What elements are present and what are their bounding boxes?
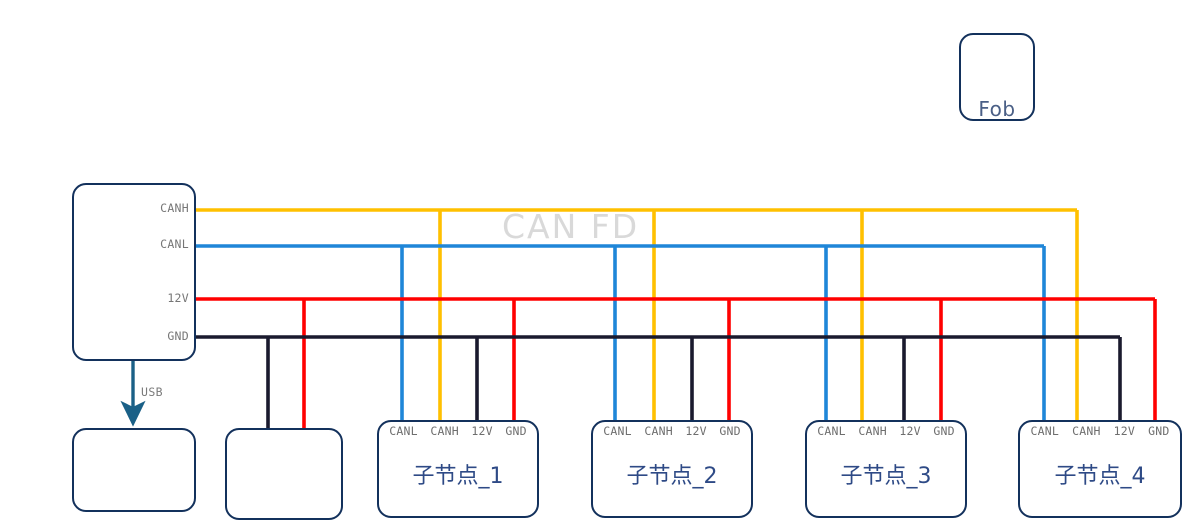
child-node-3-pin-gnd: GND: [933, 424, 955, 438]
pc-node-box[interactable]: PC: [72, 428, 196, 512]
child-node-3-pins: CANL CANH 12V GND: [807, 424, 965, 438]
child-node-4-pin-12v: 12V: [1113, 424, 1136, 438]
child-node-1-box[interactable]: CANL CANH 12V GND 子节点_1: [377, 420, 539, 518]
child-node-1-pin-canh: CANH: [430, 424, 459, 438]
child-node-1-pin-gnd: GND: [505, 424, 527, 438]
child-node-3-box[interactable]: CANL CANH 12V GND 子节点_3: [805, 420, 967, 518]
child-node-3-pin-canl: CANL: [817, 424, 846, 438]
child-node-2-pin-12v: 12V: [685, 424, 707, 438]
child-node-3-pin-canh: CANH: [858, 424, 887, 438]
child-node-2-box[interactable]: CANL CANH 12V GND 子节点_2: [591, 420, 753, 518]
child-node-4-pin-canl: CANL: [1030, 424, 1060, 438]
child-node-4-pin-canh: CANH: [1072, 424, 1101, 438]
child-node-2-pin-canl: CANL: [603, 424, 632, 438]
main-node-pin-canl: CANL: [160, 237, 189, 251]
power-supply-box[interactable]: 12V Power Supply: [225, 428, 343, 520]
child-node-2-pins: CANL CANH 12V GND: [593, 424, 751, 438]
main-node-pin-12v: 12V: [167, 291, 189, 305]
child-node-3-label: 子节点_3: [840, 464, 932, 489]
child-node-1-pins: CANL CANH 12V GND: [379, 424, 537, 438]
child-node-4-pin-gnd: GND: [1148, 424, 1170, 438]
child-node-1-pin-canl: CANL: [389, 424, 418, 438]
fob-box[interactable]: Fob: [959, 33, 1035, 121]
child-node-4-label: 子节点_4: [1054, 464, 1146, 489]
fob-label: Fob: [978, 97, 1016, 121]
child-node-3-pin-12v: 12V: [899, 424, 921, 438]
child-node-1-label: 子节点_1: [412, 464, 504, 489]
child-node-4-pins: CANL CANH 12V GND: [1020, 424, 1180, 438]
child-node-2-pin-canh: CANH: [644, 424, 673, 438]
main-node-pin-gnd: GND: [167, 329, 189, 343]
child-node-2-pin-gnd: GND: [719, 424, 741, 438]
can-fd-watermark-label: CAN FD: [502, 207, 640, 246]
child-node-1-pin-12v: 12V: [471, 424, 493, 438]
child-node-2-label: 子节点_2: [626, 464, 718, 489]
main-node-pin-canh: CANH: [160, 201, 189, 215]
usb-link-label: USB: [141, 385, 163, 399]
child-node-4-box[interactable]: CANL CANH 12V GND 子节点_4: [1018, 420, 1182, 518]
